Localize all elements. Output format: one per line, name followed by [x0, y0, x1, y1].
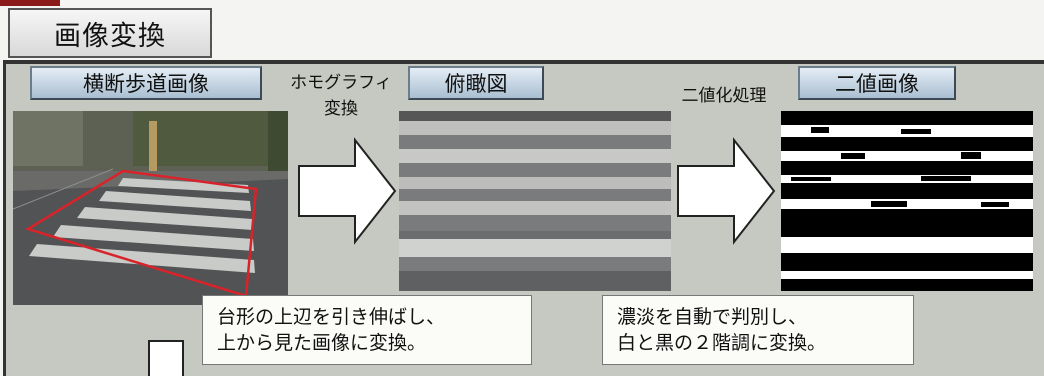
crosswalk-image-label: 横断歩道画像: [30, 66, 262, 100]
homography-label-line2: 変換: [324, 99, 358, 119]
caption-binarize: 濃淡を自動で判別し、 白と黒の２階調に変換。: [602, 295, 914, 365]
binary-image-label: 二値画像: [798, 66, 956, 100]
caption-binarize-line1: 濃淡を自動で判別し、: [617, 306, 808, 328]
section-title: 画像変換: [8, 8, 212, 58]
crosswalk-photo-drawing: [13, 111, 288, 305]
birdseye-image: [399, 111, 671, 291]
caption-homography-line2: 上から見た画像に変換。: [217, 332, 427, 354]
birdseye-view-label: 俯瞰図: [408, 66, 544, 100]
caption-homography: 台形の上辺を引き伸ばし、 上から見た画像に変換。: [202, 295, 532, 365]
caption-binarize-line2: 白と黒の２階調に変換。: [617, 332, 827, 354]
binary-stripes: [781, 111, 1033, 291]
binary-image: [781, 111, 1033, 291]
caption-homography-line1: 台形の上辺を引き伸ばし、: [217, 306, 446, 328]
birdseye-stripes: [399, 111, 671, 291]
right-arrow-icon: [298, 137, 397, 245]
binarization-label: 二値化処理: [681, 86, 767, 106]
right-arrow-icon-2: [677, 137, 776, 245]
homography-label: ホモグラフィ 変換: [278, 70, 404, 122]
red-corner-tab: [0, 0, 60, 6]
crosswalk-photo: [13, 111, 288, 305]
connector-box: [148, 340, 184, 376]
homography-label-line1: ホモグラフィ: [290, 73, 392, 93]
